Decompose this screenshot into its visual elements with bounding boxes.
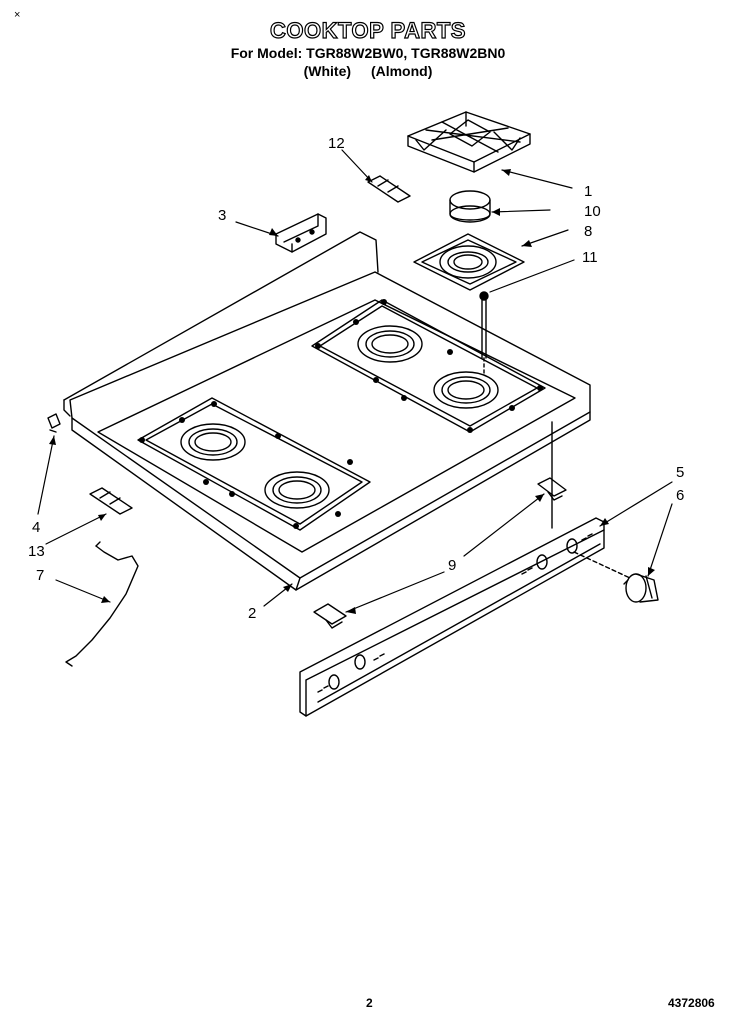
control-knob <box>623 573 659 603</box>
burner-right-rear <box>357 325 423 363</box>
part-12-clip <box>367 175 411 203</box>
part-7-wire-rod <box>65 541 139 667</box>
cooktop-screw-holes <box>139 299 543 529</box>
leader-6 <box>647 503 673 577</box>
mounting-screw <box>479 291 489 377</box>
cooktop-back-rail <box>63 231 379 401</box>
callout-3: 3 <box>218 207 226 224</box>
cooktop-body <box>63 231 591 591</box>
callout-9: 9 <box>448 557 456 574</box>
leader-10 <box>491 209 551 213</box>
left-burner-pan <box>137 397 371 531</box>
corner-mark: × <box>14 9 21 21</box>
leader-13 <box>45 513 107 545</box>
cooktop-right-lip <box>295 411 591 591</box>
leader-12 <box>341 149 373 183</box>
callout-10: 10 <box>584 203 601 220</box>
control-panel <box>299 517 605 717</box>
left-burner-pan-inner <box>145 403 363 525</box>
burner-ring-plate <box>413 233 525 291</box>
header: COOKTOP PARTS For Model: TGR88W2BW0, TGR… <box>0 17 736 80</box>
part-9-clip-lower <box>313 603 347 629</box>
callout-13: 13 <box>28 543 45 560</box>
burner-left-rear <box>180 423 246 461</box>
callout-12: 12 <box>328 135 345 152</box>
burner-left-front <box>264 471 330 509</box>
part-3-bracket <box>275 213 327 253</box>
color-line: (White) (Almond) <box>0 62 736 80</box>
part-9-clip-upper <box>537 477 567 501</box>
callout-2: 2 <box>248 605 256 622</box>
page-number: 2 <box>366 996 373 1010</box>
leader-9-upper <box>463 493 545 557</box>
callout-11: 11 <box>582 249 598 266</box>
leader-5 <box>599 481 673 527</box>
callout-leaders <box>37 149 673 613</box>
color-almond-label: (Almond) <box>370 63 433 79</box>
callout-arrowheads <box>49 169 655 614</box>
right-burner-pan <box>311 299 546 433</box>
cooktop-top-outline <box>69 271 591 579</box>
color-white-label: (White) <box>303 63 352 79</box>
callout-8: 8 <box>584 223 592 240</box>
leader-4 <box>37 435 55 515</box>
callout-4: 4 <box>32 519 40 536</box>
cooktop-burners <box>180 325 499 509</box>
page-title: COOKTOP PARTS <box>269 17 466 43</box>
cooktop-front-lip <box>71 417 301 591</box>
knob-axis-line <box>573 551 631 579</box>
model-line: For Model: TGR88W2BW0, TGR88W2BN0 <box>230 45 506 61</box>
callout-numbers: 1 10 8 11 12 3 5 6 9 4 13 7 2 <box>28 135 684 622</box>
callout-5: 5 <box>676 464 684 481</box>
leader-9-lower <box>345 571 445 613</box>
callout-7: 7 <box>36 567 44 584</box>
callout-6: 6 <box>676 487 684 504</box>
cooktop-inner-rim <box>97 299 576 553</box>
leader-11 <box>489 259 575 293</box>
leader-1 <box>501 169 573 189</box>
part-13-clip <box>89 487 133 515</box>
cooktop-left-edge <box>63 399 71 417</box>
part-4-clip <box>47 413 61 433</box>
leader-7 <box>55 579 111 603</box>
burner-right-front <box>433 371 499 409</box>
callout-1: 1 <box>584 183 592 200</box>
document-number: 4372806 <box>668 996 715 1010</box>
burner-grate <box>407 111 531 173</box>
burner-cap <box>449 190 491 223</box>
